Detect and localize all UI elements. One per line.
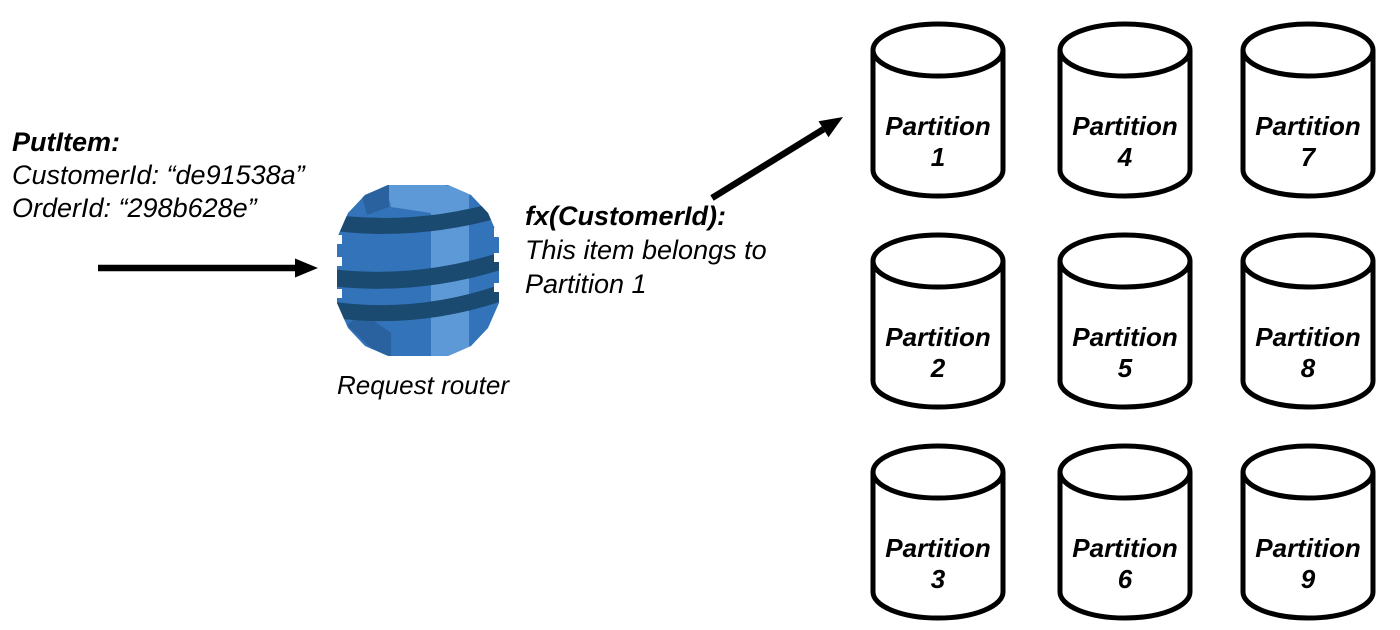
order-id-line: OrderId: “298b628e” (12, 193, 257, 223)
dynamodb-top-facet (385, 185, 431, 213)
partition-cylinder-6: Partition 6 (1055, 434, 1195, 624)
partition-label: Partition 9 (1255, 533, 1361, 594)
routing-arrow (710, 117, 843, 201)
hash-note-line-2: Partition 1 (525, 269, 647, 299)
putitem-title: PutItem: (12, 127, 120, 157)
partition-cylinder-5: Partition 5 (1055, 223, 1195, 413)
dynamodb-bottomleft-facet (347, 313, 391, 356)
database-cylinder-icon (870, 21, 1006, 199)
partition-cylinder-9: Partition 9 (1238, 434, 1378, 624)
partition-cylinder-8: Partition 8 (1238, 223, 1378, 413)
hash-function-title: fx(CustomerId): (525, 201, 726, 231)
partition-cylinder-1: Partition 1 (868, 12, 1008, 202)
dynamodb-band-top (337, 201, 499, 234)
database-cylinder-icon (1240, 443, 1376, 621)
routing-arrow-head (818, 117, 843, 138)
database-cylinder-icon (1240, 21, 1376, 199)
routing-arrow-shaft (710, 126, 826, 201)
partition-cylinder-2: Partition 2 (868, 223, 1008, 413)
request-arrow (98, 258, 318, 278)
database-cylinder-icon (1240, 232, 1376, 410)
database-cylinder-icon (1057, 21, 1193, 199)
partition-label: Partition 5 (1072, 322, 1178, 383)
partition-label: Partition 6 (1072, 533, 1178, 594)
hash-function-note: fx(CustomerId): This item belongs to Par… (525, 199, 767, 301)
partition-label: Partition 4 (1072, 111, 1178, 172)
customer-id-line: CustomerId: “de91538a” (12, 160, 305, 190)
partition-cylinder-7: Partition 7 (1238, 12, 1378, 202)
database-cylinder-icon (1057, 232, 1193, 410)
hash-note-line-1: This item belongs to (525, 235, 767, 265)
request-router-label: Request router (337, 370, 509, 400)
database-cylinder-icon (870, 443, 1006, 621)
partition-label: Partition 7 (1255, 111, 1361, 172)
database-cylinder-icon (1057, 443, 1193, 621)
dynamodb-side-notches (337, 228, 499, 298)
partition-cylinder-4: Partition 4 (1055, 12, 1195, 202)
request-arrow-head (295, 258, 318, 278)
dynamodb-band-bottom (337, 285, 499, 322)
partition-label: Partition 2 (885, 322, 991, 383)
database-cylinder-icon (870, 232, 1006, 410)
partition-label: Partition 3 (885, 533, 991, 594)
dynamodb-icon (337, 185, 499, 356)
putitem-request-block: PutItem: CustomerId: “de91538a” OrderId:… (12, 126, 305, 225)
partition-label: Partition 8 (1255, 322, 1361, 383)
partition-label: Partition 1 (885, 111, 991, 172)
partition-cylinder-3: Partition 3 (868, 434, 1008, 624)
dynamodb-band-middle (337, 252, 499, 289)
